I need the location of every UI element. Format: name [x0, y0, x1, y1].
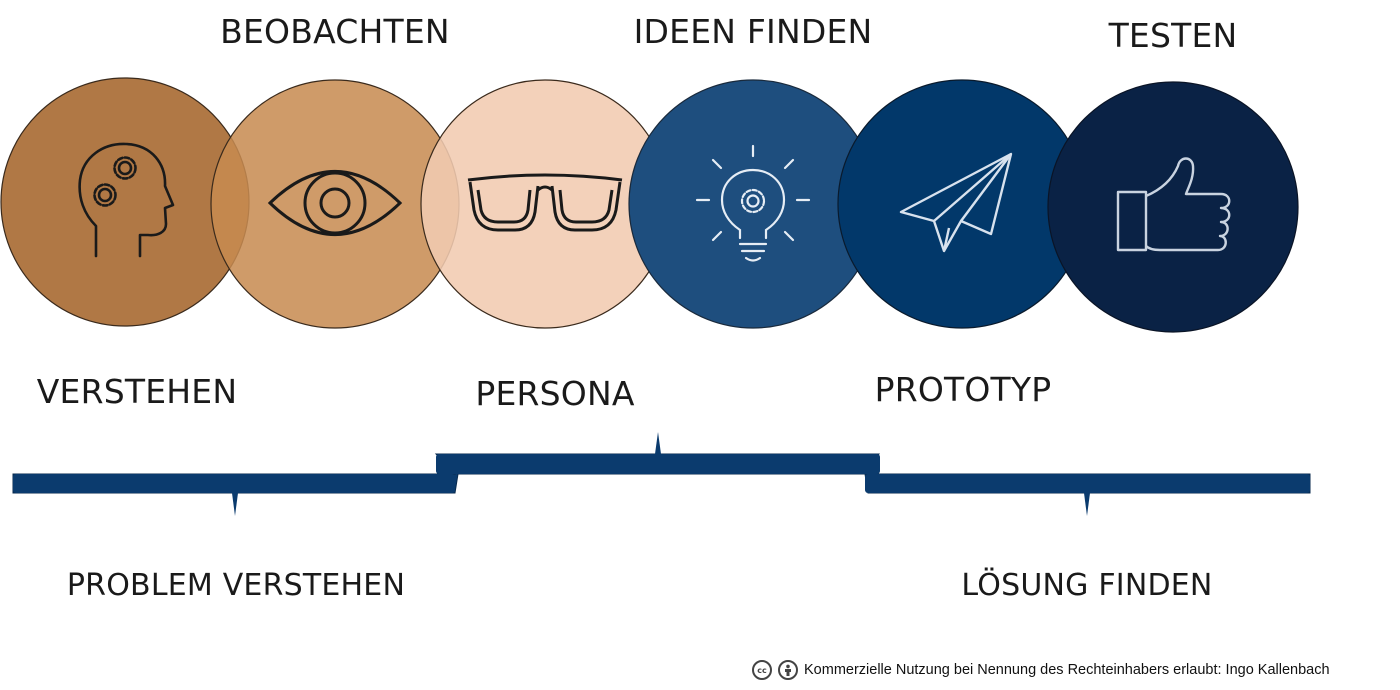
label-beobachten: BEOBACHTEN: [220, 12, 450, 51]
label-testen: TESTEN: [1108, 16, 1238, 55]
label-ideen-finden: IDEEN FINDEN: [633, 12, 873, 51]
license-footer: cc Kommerzielle Nutzung bei Nennung des …: [752, 658, 1330, 682]
bracket-tick-middle: [655, 432, 661, 454]
bracket-tick-right: [1084, 493, 1090, 516]
cc-icon: cc: [752, 660, 772, 680]
phase-bracket-right: [865, 474, 1310, 493]
stage-circle-testen: [1047, 81, 1299, 333]
by-icon: [778, 660, 798, 680]
eye-icon: [267, 170, 403, 236]
label-loesung-finden: LÖSUNG FINDEN: [961, 568, 1213, 603]
label-verstehen: VERSTEHEN: [36, 372, 238, 411]
glasses-icon: [467, 173, 623, 232]
phase-bracket-left: [13, 474, 455, 493]
bracket-tick-left: [232, 493, 238, 516]
lightbulb-icon: [695, 144, 811, 262]
license-text: Kommerzielle Nutzung bei Nennung des Rec…: [804, 662, 1330, 678]
thumbs-up-icon: [1116, 157, 1231, 252]
label-persona: PERSONA: [475, 374, 635, 413]
label-prototyp: PROTOTYP: [874, 370, 1052, 409]
label-problem-verstehen: PROBLEM VERSTEHEN: [66, 568, 406, 603]
paper-plane-icon: [899, 152, 1013, 253]
head-gears-icon: [78, 142, 175, 258]
phase-bracket-middle: [436, 454, 880, 474]
